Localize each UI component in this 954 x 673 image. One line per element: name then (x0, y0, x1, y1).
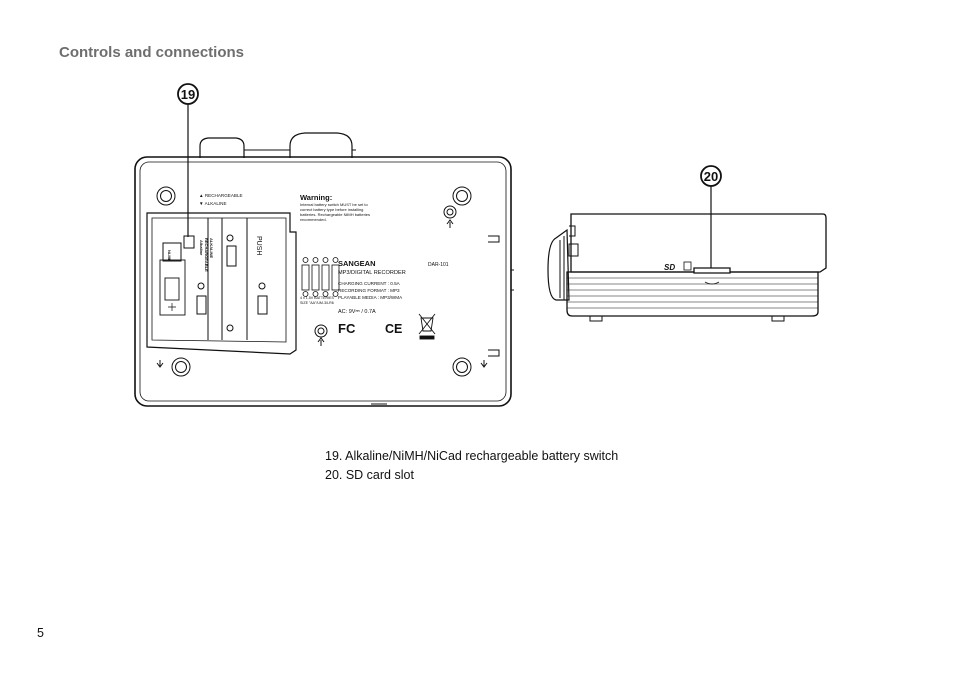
legend-item-19: 19. Alkaline/NiMH/NiCad rechargeable bat… (325, 449, 619, 463)
spec-charging: CHARGING CURRENT : 0.5A (338, 281, 401, 286)
callout-19-number: 19 (181, 87, 195, 102)
model-number: DAR-101 (428, 262, 449, 268)
ce-logo: CE (385, 322, 402, 336)
side-tabs (371, 235, 514, 405)
top-knobs (199, 132, 356, 158)
warning-line-2: correct battery type before installing (300, 207, 363, 212)
battery-type-alkaline: Alkaline (199, 240, 204, 256)
battery-note-1: 4 x 1.5V BATTERIES (300, 296, 334, 300)
page-number: 5 (37, 626, 44, 640)
weee-bin-icon (418, 313, 436, 340)
parts-legend: 19. Alkaline/NiMH/NiCad rechargeable bat… (325, 447, 618, 485)
device-body (134, 156, 512, 407)
brand-logo: SANGEAN (338, 259, 376, 268)
power-rating: AC: 9V⎓ / 0.7A (338, 309, 376, 315)
spec-media: PLAYABLE MEDIA : MP3/WMA (338, 295, 403, 300)
battery-type-rechargeable: RECHARGEABLE (204, 238, 209, 272)
warning-line-3: batteries. Rechargeable NiMH batteries (300, 212, 370, 217)
battery-type-nimh: Ni-MH (167, 250, 172, 262)
push-label: PUSH (255, 236, 262, 255)
battery-polarity-icon (301, 257, 340, 297)
warning-line-4: recommended. (300, 217, 327, 222)
device-label: ▲ RECHARGEABLE ▼ ALKALINE Warning: Inter… (167, 193, 449, 336)
spec-recording: RECORDING FORMAT : MP3 (338, 288, 400, 293)
battery-type-alkaline-2: ALKALINE (209, 238, 214, 259)
warning-title: Warning: (300, 193, 332, 202)
battery-note-2: SIZE "AA"/UM-3/LR6 (300, 301, 334, 305)
battery-compartment (146, 212, 297, 355)
legend-item-20: 20. SD card slot (325, 468, 414, 482)
fcc-logo: FC (338, 321, 356, 336)
callout-20-number: 20 (704, 169, 718, 184)
product-name: MP3/DIGITAL RECORDER (338, 270, 406, 276)
device-side-view: SD (547, 213, 827, 322)
callout-20: 20 (700, 165, 722, 268)
label-alkaline: ▼ ALKALINE (199, 201, 227, 206)
corner-screws (156, 186, 488, 377)
section-title: Controls and connections (59, 44, 245, 61)
sd-logo: SD (664, 263, 675, 272)
callout-19: 19 (177, 83, 199, 237)
label-rechargeable: ▲ RECHARGEABLE (199, 193, 243, 198)
warning-line-1: Internal battery switch MUST be set to (300, 202, 369, 207)
sd-card-slot[interactable] (693, 267, 731, 274)
